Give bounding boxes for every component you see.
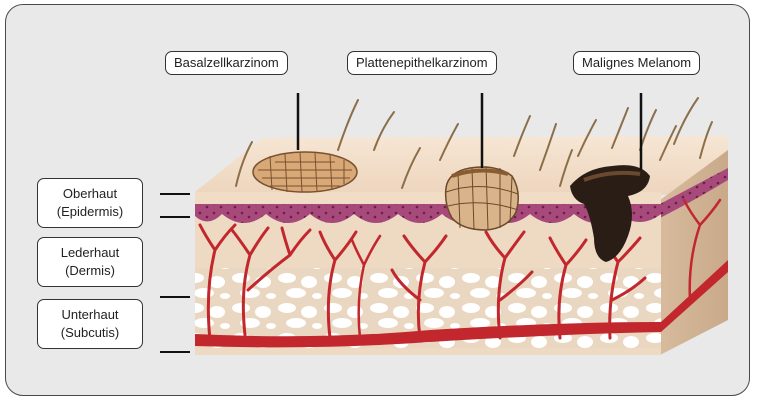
label-unterhaut-line2: (Subcutis) (61, 324, 120, 342)
label-lederhaut: Lederhaut (Dermis) (37, 237, 143, 287)
label-oberhaut-line1: Oberhaut (57, 185, 123, 203)
label-basalzellkarzinom: Basalzellkarzinom (165, 51, 288, 75)
basal-cell-carcinoma (253, 152, 357, 192)
label-plattenepithelkarzinom-text: Plattenepithelkarzinom (356, 54, 488, 72)
label-oberhaut-line2: (Epidermis) (57, 203, 123, 221)
label-basalzellkarzinom-text: Basalzellkarzinom (174, 54, 279, 72)
label-malignes-melanom-text: Malignes Melanom (582, 54, 691, 72)
label-oberhaut: Oberhaut (Epidermis) (37, 178, 143, 228)
squamous-cell-carcinoma (446, 166, 519, 230)
label-malignes-melanom: Malignes Melanom (573, 51, 700, 75)
label-unterhaut: Unterhaut (Subcutis) (37, 299, 143, 349)
label-plattenepithelkarzinom: Plattenepithelkarzinom (347, 51, 497, 75)
label-lederhaut-line2: (Dermis) (61, 262, 120, 280)
label-unterhaut-line1: Unterhaut (61, 306, 120, 324)
label-lederhaut-line1: Lederhaut (61, 244, 120, 262)
